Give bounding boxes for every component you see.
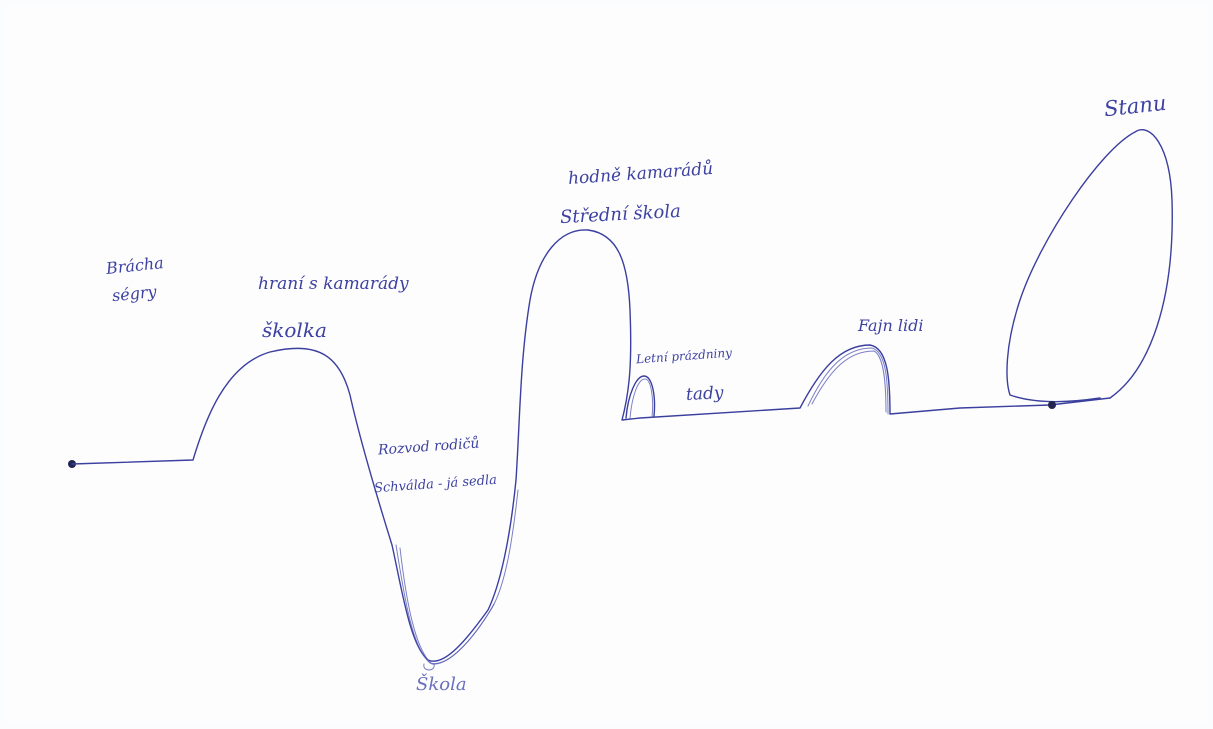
fajn-bump-overstroke: [807, 347, 889, 415]
holiday-bump: [625, 375, 656, 419]
valley-loop: [423, 663, 435, 671]
valley-overstroke-2: [399, 547, 495, 665]
fajn-bump-overstroke-2: [811, 350, 887, 413]
label-tady: tady: [685, 383, 724, 405]
end-dot: [1048, 401, 1056, 409]
label-skola: Škola: [416, 674, 467, 695]
label-skolka: školka: [262, 318, 327, 342]
holiday-bump-overstroke: [629, 378, 654, 419]
label-hrani: hraní s kamarády: [258, 274, 409, 294]
final-loop: [1006, 129, 1173, 403]
life-line: [71, 229, 1111, 662]
label-segry: ségry: [111, 281, 158, 306]
label-fajn: Fajn lidi: [858, 316, 924, 335]
